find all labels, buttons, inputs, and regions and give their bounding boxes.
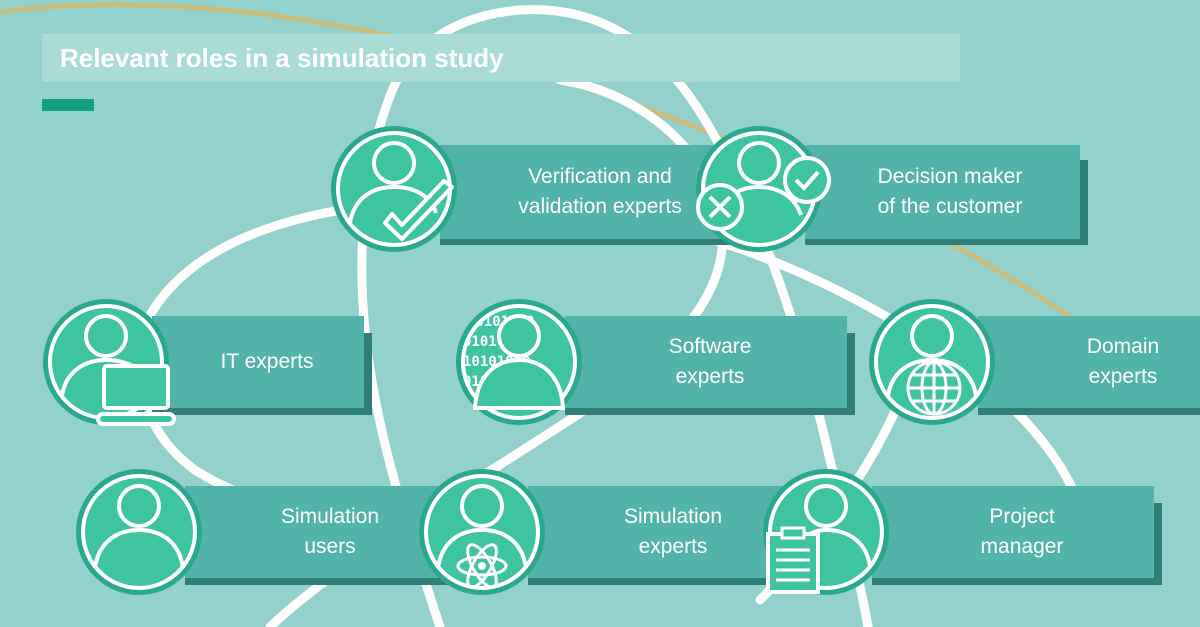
decision-icons (696, 126, 831, 252)
accent-bar (42, 99, 94, 111)
role-label: IT experts (220, 350, 314, 373)
atom-icon (419, 469, 545, 595)
person-icon (76, 469, 202, 595)
laptop-icon (43, 299, 176, 426)
page-title: Relevant roles in a simulation study (60, 43, 504, 73)
globe-icon (869, 299, 995, 425)
title-bar: Relevant roles in a simulation study (42, 34, 960, 82)
binary-code-icon: 10101010 01010101 10101010 01010101 1010… (456, 299, 582, 425)
check-icon (331, 126, 457, 252)
clipboard-icon (763, 469, 889, 595)
